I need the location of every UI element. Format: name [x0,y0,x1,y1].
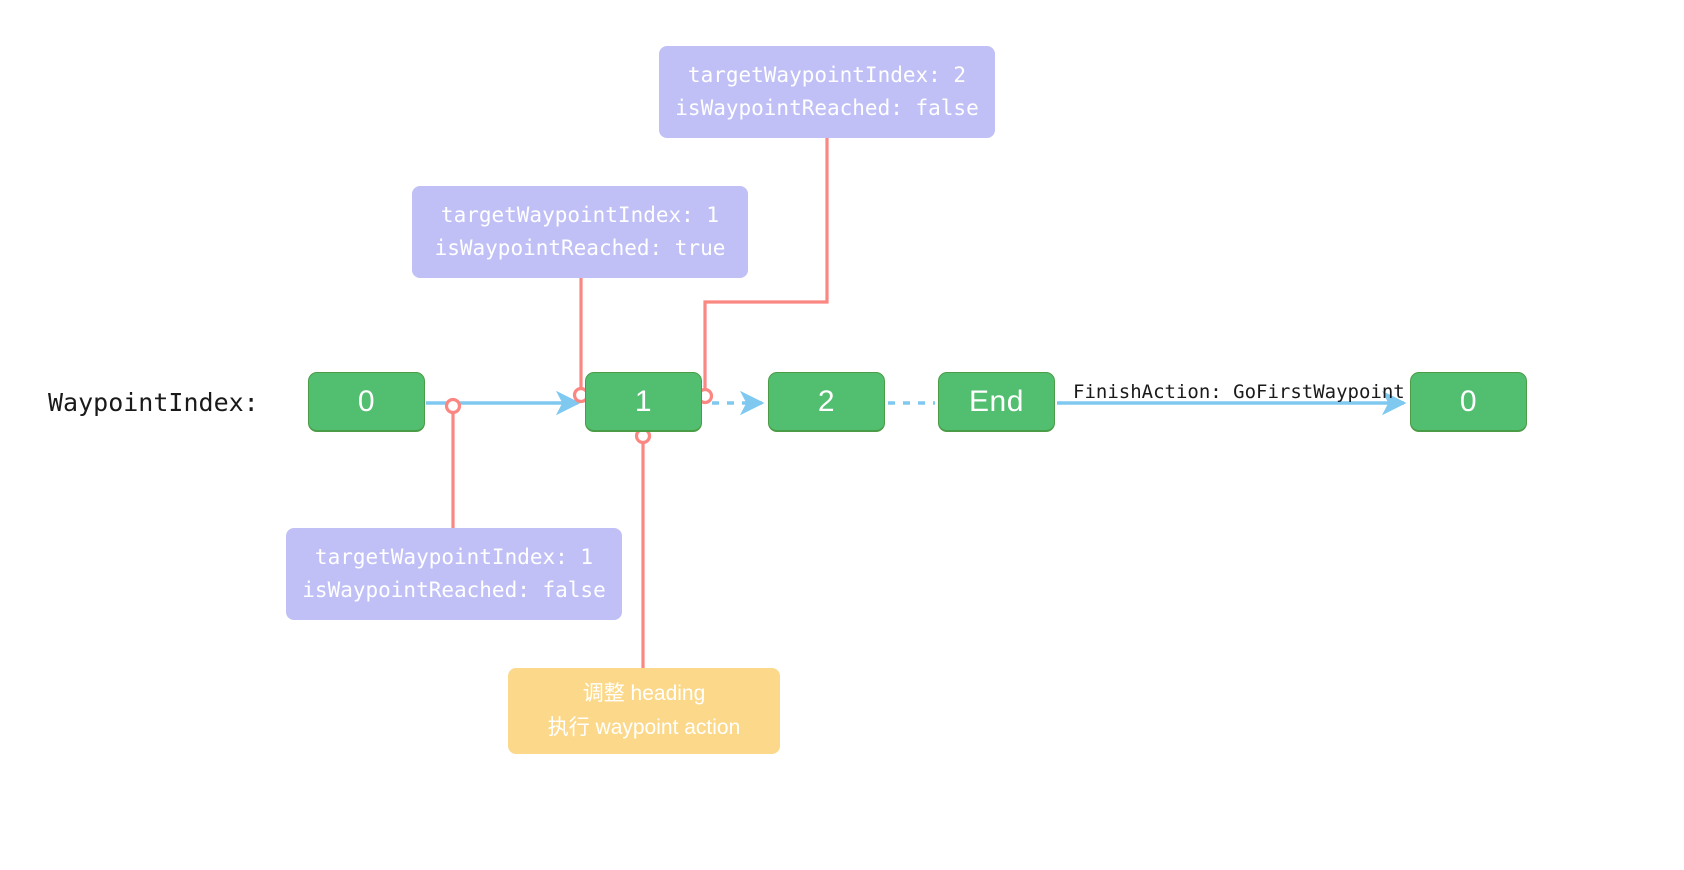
node-label: 1 [634,384,653,418]
node-waypoint-0-restart[interactable]: 0 [1410,372,1527,432]
callout-waypoint-action: 调整 heading 执行 waypoint action [508,668,780,754]
callout-line-2: isWaypointReached: false [675,96,979,120]
callout-target-waypoint-1-reached: targetWaypointIndex: 1 isWaypointReached… [412,186,748,278]
callout-target-waypoint-1-not-reached: targetWaypointIndex: 1 isWaypointReached… [286,528,622,620]
callout-target-waypoint-2: targetWaypointIndex: 2 isWaypointReached… [659,46,995,138]
node-end[interactable]: End [938,372,1055,432]
callout-line-2: isWaypointReached: false [302,578,606,602]
node-label: 0 [1459,384,1478,418]
callout-line-2: isWaypointReached: true [434,236,726,260]
callout-line-2: 执行 waypoint action [547,716,741,739]
waypoint-index-row-label: WaypointIndex: [48,388,259,417]
node-waypoint-2[interactable]: 2 [768,372,885,432]
edge-label-finish-action: FinishAction: GoFirstWaypoint [1073,381,1405,403]
node-label: 2 [817,384,836,418]
node-waypoint-0[interactable]: 0 [308,372,425,432]
callout-line-1: 调整 heading [582,682,706,706]
node-waypoint-1[interactable]: 1 [585,372,702,432]
node-label: End [969,384,1024,418]
callout-line-1: targetWaypointIndex: 1 [440,203,720,228]
callout-line-1: targetWaypointIndex: 2 [687,63,967,88]
callout-line-1: targetWaypointIndex: 1 [314,545,594,570]
node-label: 0 [357,384,376,418]
marker-edge01-circle [444,397,462,415]
